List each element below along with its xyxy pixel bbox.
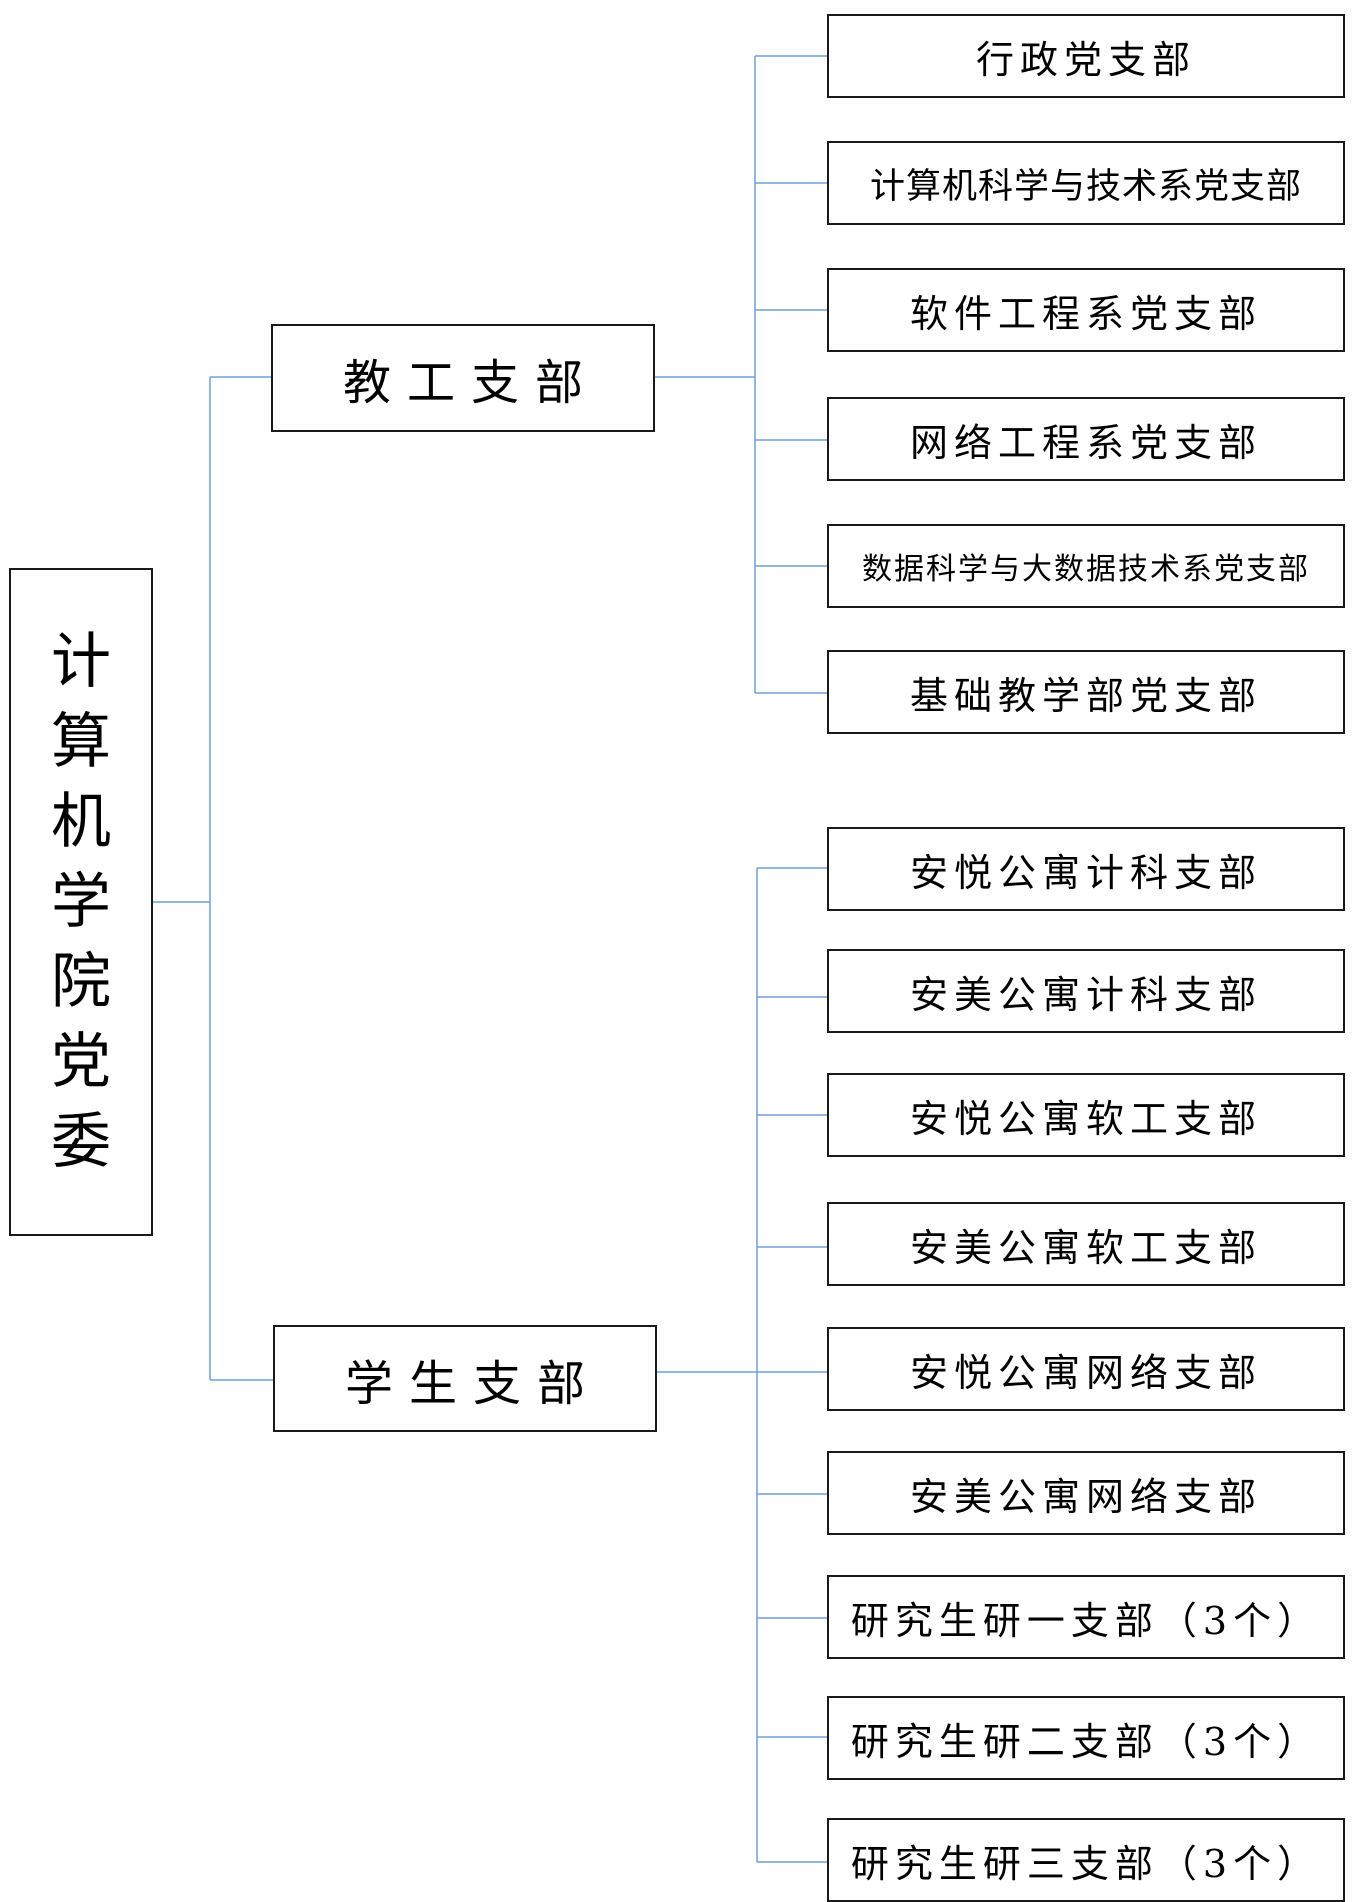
leaf-node: 软件工程系党支部 xyxy=(827,268,1345,352)
leaf-node: 基础教学部党支部 xyxy=(827,650,1345,734)
root-label-char: 计 xyxy=(51,627,111,697)
leaf-node: 行政党支部 xyxy=(827,14,1345,98)
root-label-char: 院 xyxy=(51,947,111,1017)
leaf-node: 安美公寓软工支部 xyxy=(827,1202,1345,1286)
leaf-node: 安悦公寓计科支部 xyxy=(827,827,1345,911)
root-label-char: 党 xyxy=(51,1027,111,1097)
branch-node-student: 学生支部 xyxy=(273,1325,657,1432)
leaf-node: 数据科学与大数据技术系党支部 xyxy=(827,524,1345,608)
leaf-node: 安悦公寓网络支部 xyxy=(827,1327,1345,1411)
branch-node-faculty: 教工支部 xyxy=(271,324,655,432)
leaf-node: 研究生研三支部（3个） xyxy=(827,1818,1345,1902)
leaf-node: 安美公寓网络支部 xyxy=(827,1451,1345,1535)
leaf-node: 安悦公寓软工支部 xyxy=(827,1073,1345,1157)
root-label-char: 学 xyxy=(51,867,111,937)
leaf-node: 研究生研二支部（3个） xyxy=(827,1696,1345,1780)
root-label-char: 机 xyxy=(51,787,111,857)
leaf-node: 网络工程系党支部 xyxy=(827,397,1345,481)
leaf-node: 研究生研一支部（3个） xyxy=(827,1575,1345,1659)
root-label-char: 算 xyxy=(51,707,111,777)
root-label-char: 委 xyxy=(51,1107,111,1177)
root-node: 计算机学院党委 xyxy=(9,568,153,1236)
leaf-node: 安美公寓计科支部 xyxy=(827,949,1345,1033)
leaf-node: 计算机科学与技术系党支部 xyxy=(827,141,1345,225)
